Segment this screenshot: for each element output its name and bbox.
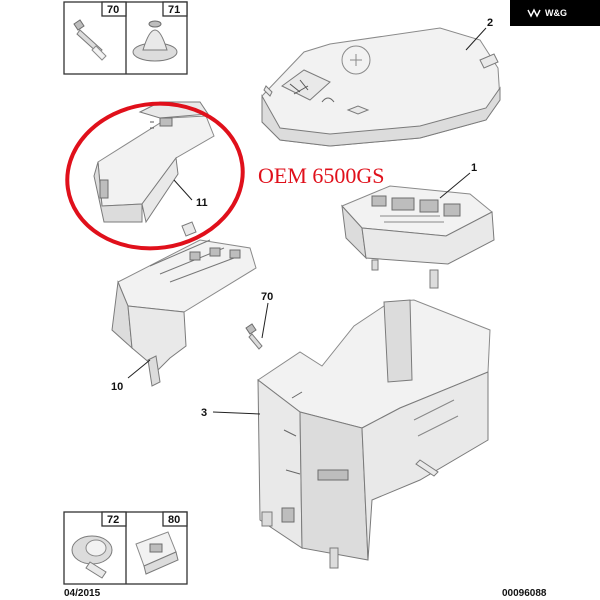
- callout-70: 70: [261, 291, 273, 303]
- grommet-72-illustration: [71, 535, 113, 579]
- callout-2: 2: [487, 17, 493, 29]
- part-2-cover-illustration: [261, 27, 501, 147]
- inset-label-box-70: [101, 1, 127, 17]
- connector-80-illustration: [135, 531, 179, 575]
- part-1-fusebox-illustration: [341, 185, 495, 289]
- inset-label-box-72: [101, 511, 127, 527]
- inset-label-71: 71: [168, 4, 180, 16]
- brand-badge: W&G: [510, 0, 600, 26]
- grommet-part-illustration: [132, 20, 178, 62]
- inset-label-80: 80: [168, 514, 180, 526]
- callout-3: 3: [201, 407, 207, 419]
- screw-70-illustration: [245, 323, 263, 350]
- oem-annotation: OEM 6500GS: [258, 163, 385, 188]
- brand-logo-icon: [527, 8, 541, 18]
- part-10-bracket-illustration: [111, 239, 257, 387]
- brand-logo-text: W&G: [545, 8, 567, 18]
- inset-label-box-80: [162, 511, 188, 527]
- leader-lines: [127, 27, 487, 415]
- footer-date: 04/2015: [64, 588, 101, 599]
- footer-code: 00096088: [502, 588, 547, 599]
- callout-1: 1: [471, 162, 477, 174]
- callout-11: 11: [196, 197, 208, 209]
- part-11-cover-illustration: [93, 101, 215, 237]
- inset-label-70: 70: [107, 4, 119, 16]
- inset-label-72: 72: [107, 514, 119, 526]
- inset-box-top: 70 71: [63, 1, 188, 75]
- brand-badge-background: [510, 0, 600, 26]
- inset-box-bottom: 72 80: [63, 511, 188, 585]
- callout-10: 10: [111, 381, 123, 393]
- inset-label-box-71: [162, 1, 188, 17]
- highlight-circle: [65, 101, 245, 251]
- rivet-part-illustration: [73, 19, 107, 61]
- part-3-tray-illustration: [257, 299, 491, 569]
